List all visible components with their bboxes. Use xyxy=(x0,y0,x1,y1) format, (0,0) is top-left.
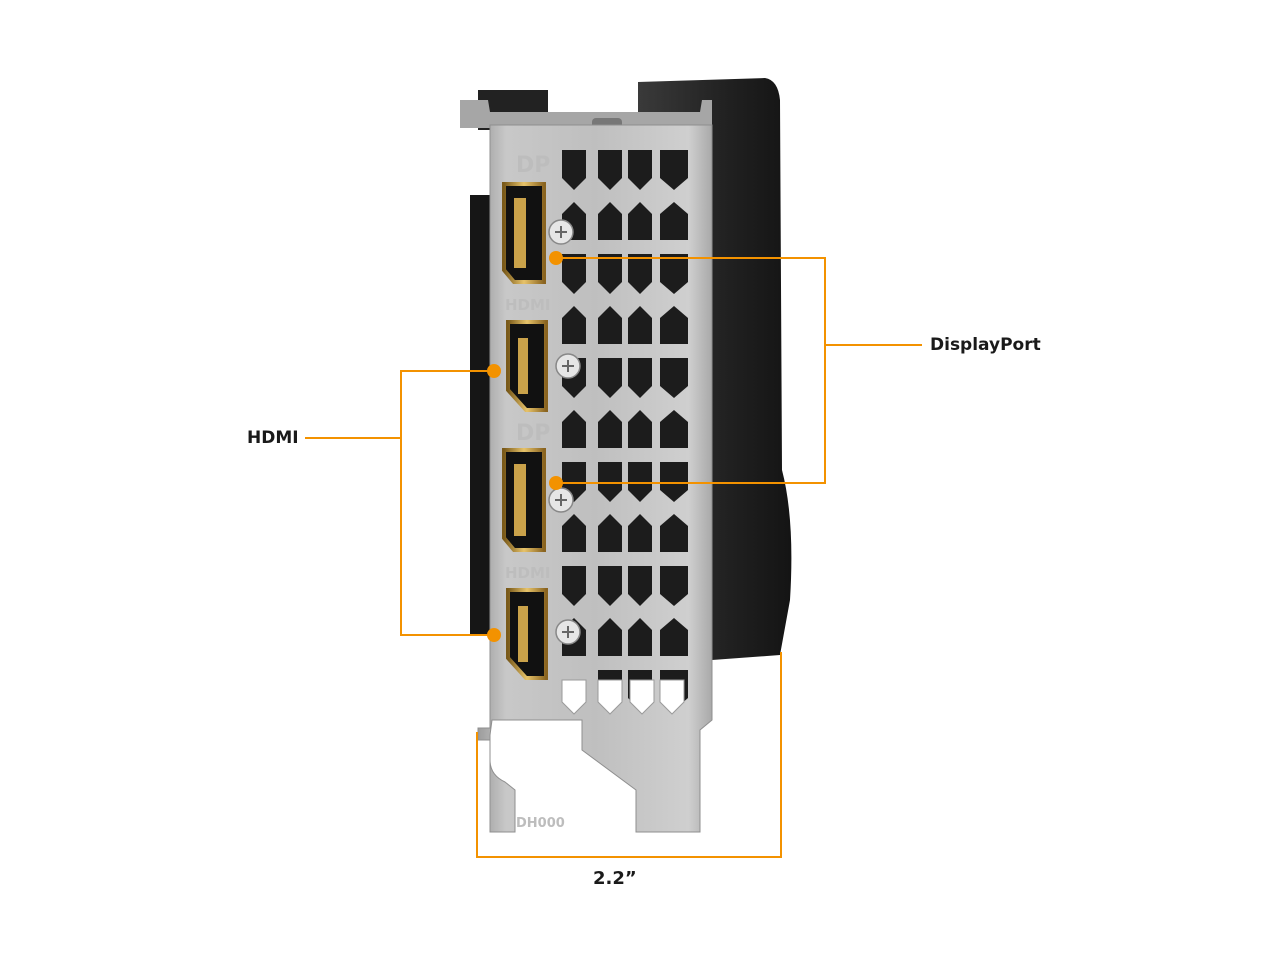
screw-icon xyxy=(555,619,581,645)
bracket-screws xyxy=(548,219,581,645)
vent-cutout xyxy=(598,410,622,448)
vent-cutout xyxy=(660,410,688,448)
vent-cutout xyxy=(660,150,688,190)
displayport-marker-2 xyxy=(549,476,563,490)
vent-cutout xyxy=(629,679,655,715)
vent-cutout xyxy=(562,410,586,448)
screw-icon xyxy=(548,219,574,245)
vent-cutout xyxy=(660,254,688,294)
vent-cutout xyxy=(562,514,586,552)
vent-cutout xyxy=(628,306,652,344)
vent-cutout xyxy=(660,514,688,552)
vent-cutout xyxy=(598,254,622,294)
hdmi-callout-label: HDMI xyxy=(247,428,299,448)
port-label-hdmi-2: HDMI xyxy=(505,564,551,582)
port-label-hdmi-1: HDMI xyxy=(505,296,551,314)
hdmi-port-1 xyxy=(506,320,548,412)
vent-cutout xyxy=(628,514,652,552)
port-label-dp-1: DP xyxy=(516,153,550,178)
displayport-port-1 xyxy=(502,182,546,284)
vent-cutout xyxy=(598,150,622,190)
port-label-dp-2: DP xyxy=(516,421,550,446)
vent-cutout xyxy=(598,618,622,656)
part-code-label: DH000 xyxy=(516,816,565,831)
vent-cutout xyxy=(628,254,652,294)
displayport-marker-1 xyxy=(549,251,563,265)
vent-cutout xyxy=(562,566,586,606)
vent-cutout xyxy=(628,358,652,398)
vent-cutout xyxy=(628,618,652,656)
vent-cutout xyxy=(598,202,622,240)
vent-grille xyxy=(561,150,688,715)
vent-cutout xyxy=(628,150,652,190)
vent-cutout xyxy=(628,410,652,448)
hdmi-port-2 xyxy=(506,588,548,680)
screw-icon xyxy=(548,487,574,513)
screw-icon xyxy=(555,353,581,379)
vent-cutout xyxy=(598,306,622,344)
vent-cutout xyxy=(598,358,622,398)
vent-cutout xyxy=(628,202,652,240)
displayport-port-2 xyxy=(502,448,546,552)
vent-cutout xyxy=(562,150,586,190)
hdmi-marker-1 xyxy=(487,364,501,378)
vent-cutout xyxy=(598,514,622,552)
vent-cutout xyxy=(660,202,688,240)
bracket-port-labels: DP HDMI DP HDMI DH000 xyxy=(505,153,565,831)
vent-cutout xyxy=(660,566,688,606)
vent-cutout xyxy=(659,679,685,715)
displayport-callout-lines xyxy=(556,257,922,484)
vent-cutout xyxy=(562,306,586,344)
vent-cutout xyxy=(660,306,688,344)
hdmi-marker-2 xyxy=(487,628,501,642)
vent-cutout xyxy=(598,566,622,606)
width-dimension-line xyxy=(476,652,782,858)
vent-cutout xyxy=(561,679,587,715)
vent-cutout xyxy=(660,358,688,398)
hdmi-callout-lines xyxy=(305,370,494,636)
vent-cutout xyxy=(660,618,688,656)
width-dimension-label: 2.2” xyxy=(593,868,637,889)
vent-cutout xyxy=(597,679,623,715)
vent-cutout xyxy=(628,566,652,606)
displayport-callout-label: DisplayPort xyxy=(930,335,1041,355)
vent-cutout xyxy=(562,254,586,294)
